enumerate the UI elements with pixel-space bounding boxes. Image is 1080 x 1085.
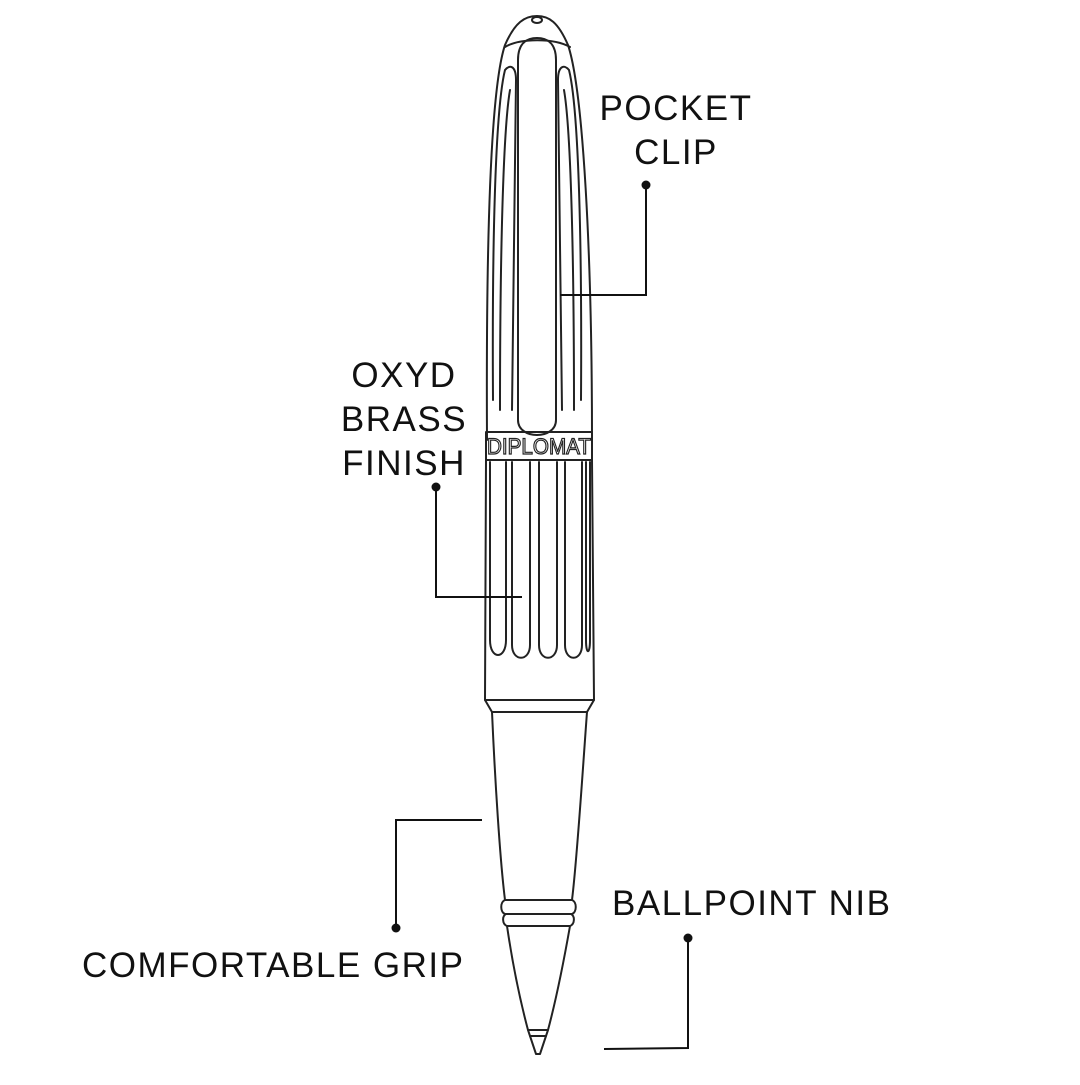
- oxyd-finish-label-line2: BRASS: [340, 400, 468, 439]
- nib-dot: [683, 933, 693, 943]
- oxyd-finish-label-line3: FINISH: [342, 444, 466, 483]
- cap-top-finial: [504, 39, 571, 48]
- nib-leader: [603, 938, 689, 1050]
- nib-cone: [506, 925, 571, 1031]
- pocket-clip: [517, 37, 557, 436]
- grip-label: COMFORTABLE GRIP: [82, 946, 465, 985]
- oxyd-finish-leader: [435, 487, 522, 598]
- oxyd-finish-label: OXYD BRASS FINISH: [334, 354, 474, 486]
- brand-engraving: DIPLOMAT: [487, 434, 591, 459]
- pocket-clip-label-line1: POCKET: [599, 89, 753, 128]
- grip-dot: [391, 923, 401, 933]
- grip-section: [491, 711, 588, 901]
- barrel-outline: [484, 459, 595, 701]
- nib-label: BALLPOINT NIB: [612, 884, 892, 923]
- grip-leader: [395, 819, 482, 928]
- oxyd-finish-dot: [431, 482, 441, 492]
- pocket-clip-dot: [641, 180, 651, 190]
- pocket-clip-label-line2: CLIP: [634, 133, 718, 172]
- pocket-clip-leader: [560, 185, 647, 296]
- pocket-clip-label: POCKET CLIP: [596, 87, 756, 175]
- oxyd-finish-label-line1: OXYD: [351, 356, 457, 395]
